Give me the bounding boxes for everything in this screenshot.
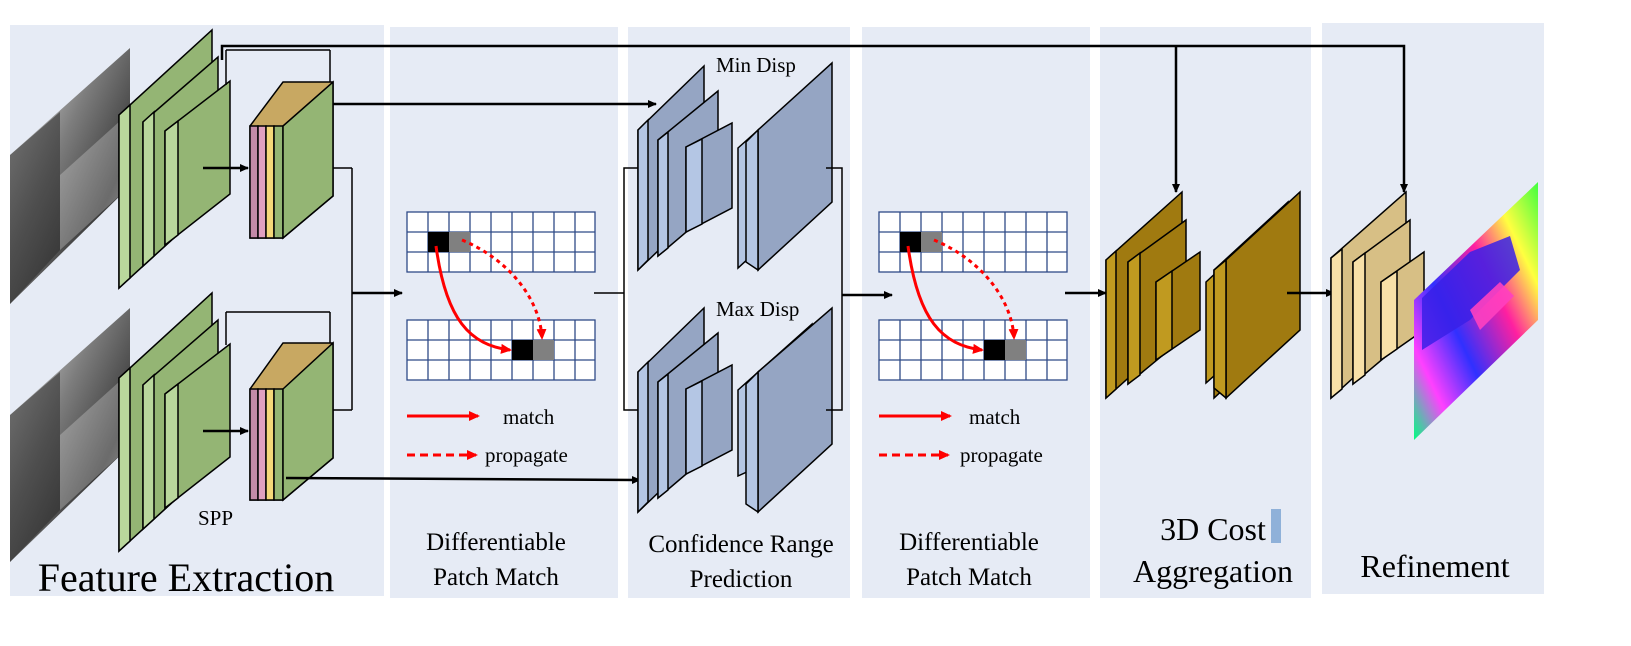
range-cnn-bottom <box>637 306 833 514</box>
panel-patch-match-1 <box>390 27 618 598</box>
patch-grid-2-top <box>878 211 1068 273</box>
spp-block-top <box>249 80 334 240</box>
connectors-feature <box>203 44 1408 484</box>
patch-grid-1-bottom <box>406 319 596 381</box>
input-image-right <box>10 308 130 562</box>
stage-title-patch-match-1-line2: Patch Match <box>433 564 559 591</box>
feature-cnn-bottom <box>118 291 231 553</box>
text-cursor-mark <box>1271 509 1281 543</box>
max-disp-label: Max Disp <box>716 297 799 321</box>
range-cnn-top <box>637 61 833 272</box>
legend-match-label-2: match <box>969 405 1021 429</box>
stage-title-patch-match-2-line2: Patch Match <box>906 564 1032 591</box>
input-image-left <box>10 48 130 304</box>
patch-arrows-2 <box>879 238 1019 460</box>
stage-title-cost-line1: 3D Cost <box>1160 511 1266 547</box>
panel-patch-match-2 <box>862 27 1090 598</box>
feature-cnn-top <box>118 28 231 290</box>
legend-match-label-1: match <box>503 405 555 429</box>
stage-title-refinement: Refinement <box>1360 548 1509 584</box>
patch-arrows-1 <box>407 238 547 460</box>
stage-title-confidence-line1: Confidence Range <box>648 531 833 558</box>
cost-aggregation-blocks <box>1105 190 1301 400</box>
spp-block-bottom <box>249 341 334 502</box>
connectors-range <box>594 167 893 411</box>
legend-propagate-label-1: propagate <box>485 443 568 467</box>
refinement-blocks <box>1330 190 1425 400</box>
patch-grid-1-top <box>406 211 596 273</box>
legend-propagate-label-2: propagate <box>960 443 1043 467</box>
stage-title-feature-extraction: Feature Extraction <box>38 555 335 600</box>
output-disparity-map <box>1414 182 1538 440</box>
stage-title-patch-match-1-line1: Differentiable <box>426 529 566 556</box>
min-disp-label: Min Disp <box>716 53 796 77</box>
stage-title-cost-line2: Aggregation <box>1133 553 1293 589</box>
patch-grid-2-bottom <box>878 319 1068 381</box>
stage-title-confidence-line2: Prediction <box>690 566 793 593</box>
stage-title-patch-match-2-line1: Differentiable <box>899 529 1039 556</box>
spp-label: SPP <box>198 506 233 530</box>
